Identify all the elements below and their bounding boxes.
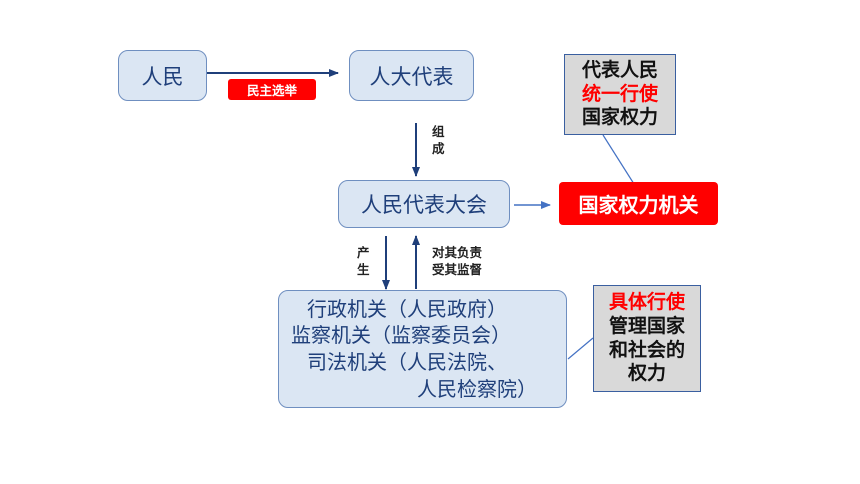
note-deputies-role: 代表人民 统一行使 国家权力: [564, 54, 676, 135]
node-state-power-organ-label: 国家权力机关: [578, 193, 699, 217]
callout-line-organs-note: [567, 337, 594, 360]
edge-label-compose-1: 组: [432, 124, 445, 139]
edge-label-accountable-1: 对其负责: [432, 245, 483, 260]
edge-label-produce-1: 产: [357, 245, 370, 260]
node-organs-line4: 人民检察院）: [417, 376, 537, 401]
edge-label-compose-2: 成: [432, 140, 445, 156]
node-organs-line1: 行政机关（人民政府）: [307, 296, 507, 321]
node-congress-label: 人民代表大会: [361, 193, 487, 217]
note-organs-line4: 权力: [627, 362, 666, 385]
note-deputies-line3: 国家权力: [581, 106, 658, 129]
node-congress: 人民代表大会: [338, 180, 510, 228]
note-organs-line2: 管理国家: [608, 314, 685, 337]
node-state-organs: 行政机关（人民政府） 监察机关（监察委员会） 司法机关（人民法院、 人民检察院）: [278, 290, 567, 408]
edge-label-produce-2: 生: [357, 261, 370, 277]
note-organs-role: 具体行使 管理国家 和社会的 权力: [593, 285, 701, 392]
node-people: 人民: [118, 50, 207, 101]
edge-label-democratic-election: 民主选举: [228, 79, 316, 100]
edge-label-democratic-election-text: 民主选举: [246, 83, 297, 98]
node-people-label: 人民: [141, 64, 184, 89]
note-organs-line3: 和社会的: [608, 338, 685, 361]
node-deputies: 人大代表: [349, 50, 474, 101]
callout-line-deputies-note: [602, 134, 635, 185]
node-state-power-organ: 国家权力机关: [559, 182, 718, 225]
edge-label-accountable: 对其负责 受其监督: [432, 245, 482, 279]
edge-label-accountable-2: 受其监督: [432, 261, 483, 277]
note-deputies-line2: 统一行使: [581, 82, 658, 105]
edge-label-produce: 产 生: [357, 245, 370, 279]
node-organs-line2: 监察机关（监察委员会）: [291, 323, 511, 348]
edge-label-compose: 组 成: [432, 124, 445, 158]
note-deputies-line1: 代表人民: [581, 58, 658, 81]
node-organs-line3: 司法机关（人民法院、: [307, 350, 507, 374]
note-organs-line1: 具体行使: [608, 291, 685, 313]
node-deputies-label: 人大代表: [369, 64, 454, 89]
